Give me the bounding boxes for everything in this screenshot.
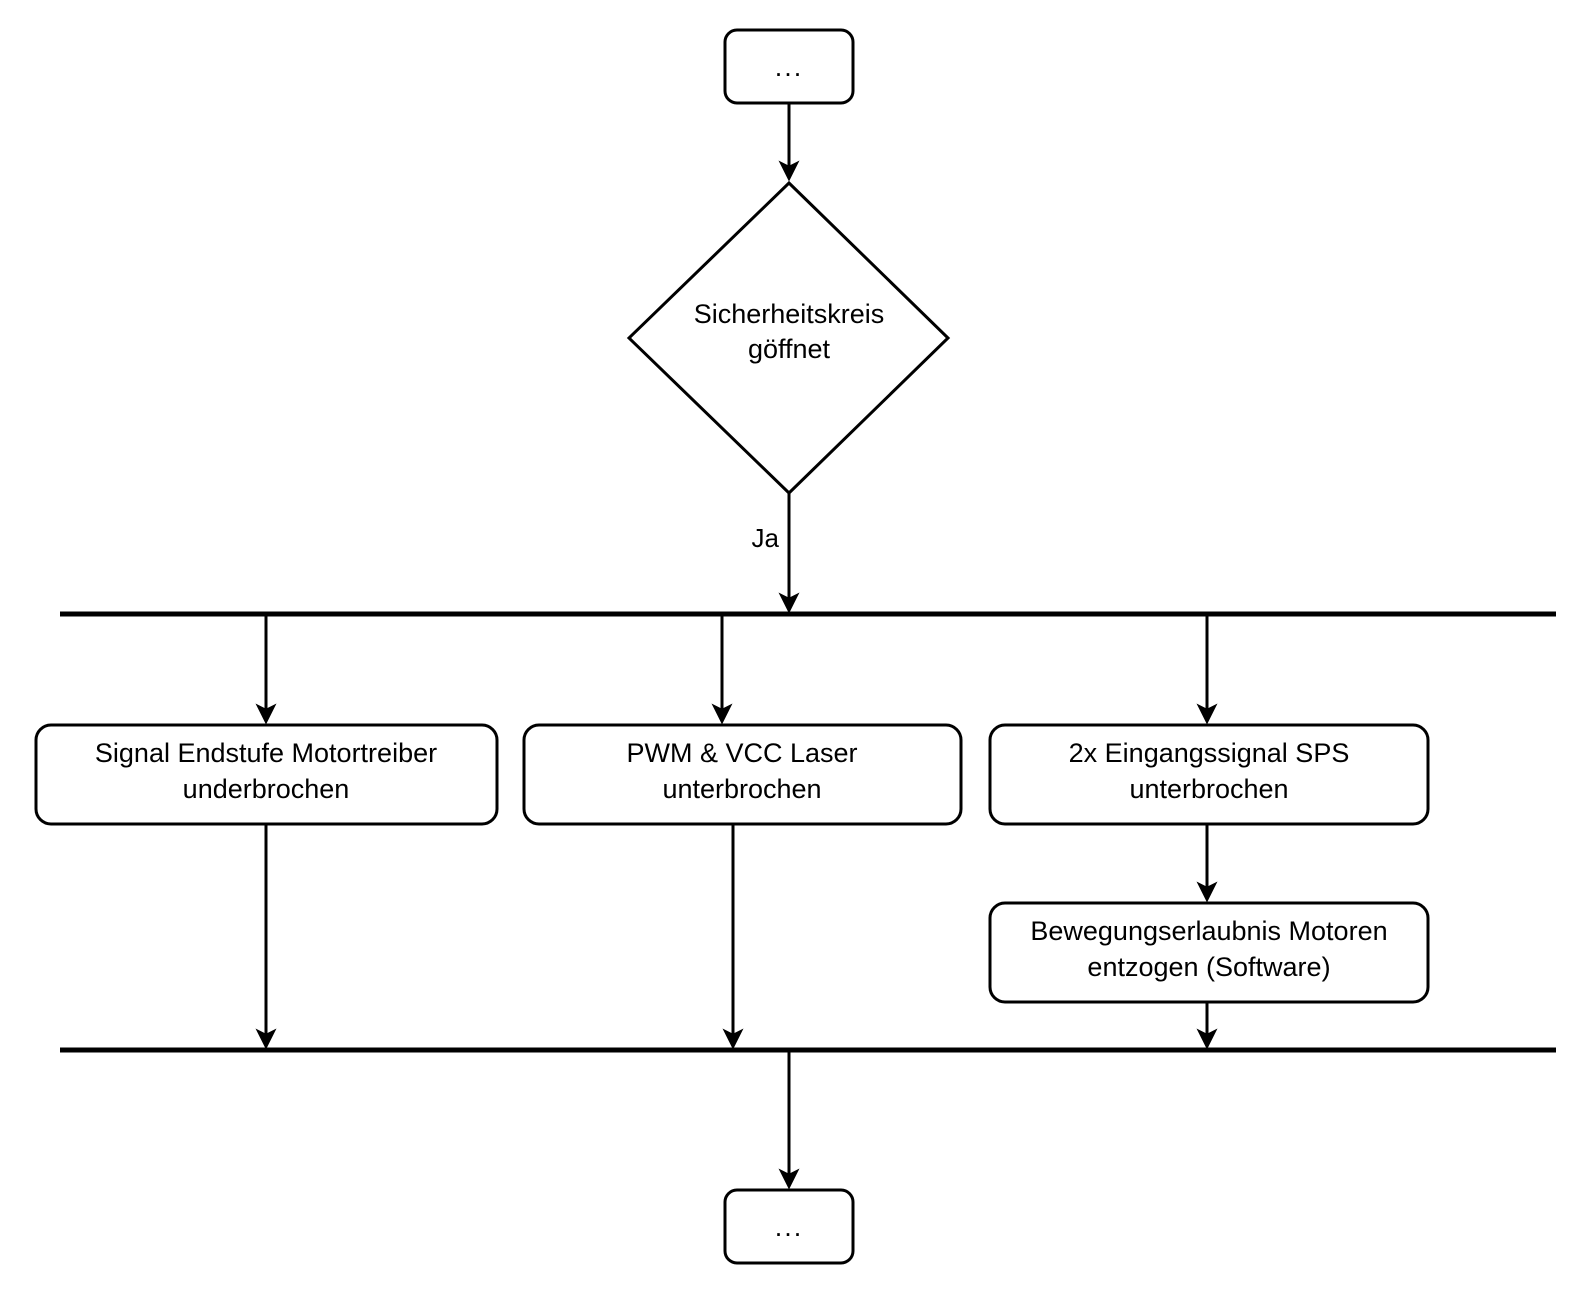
branch3-child-box <box>988 901 1430 1004</box>
branch1-label-line2: underbrochen <box>183 774 350 804</box>
start-ellipsis-label: ... <box>775 52 804 82</box>
node-end-ellipsis[interactable]: ... <box>723 1188 855 1265</box>
branch2-box <box>522 723 963 826</box>
end-ellipsis-label: ... <box>775 1212 804 1242</box>
branch3-label-line2: unterbrochen <box>1129 774 1288 804</box>
decision-label-line2: göffnet <box>748 334 831 364</box>
decision-label-line1: Sicherheitskreis <box>694 299 885 329</box>
node-branch1[interactable]: Signal Endstufe Motortreiber underbroche… <box>34 723 499 826</box>
branch1-label-line1: Signal Endstufe Motortreiber <box>95 738 437 768</box>
branch3-child-label-line2: entzogen (Software) <box>1087 952 1330 982</box>
end-ellipsis-box <box>723 1188 855 1265</box>
node-branch3-child[interactable]: Bewegungserlaubnis Motoren entzogen (Sof… <box>988 901 1430 1004</box>
branch2-label-line2: unterbrochen <box>662 774 821 804</box>
edge-label-ja: Ja <box>752 523 780 553</box>
branch3-box <box>988 723 1430 826</box>
branch2-label-line1: PWM & VCC Laser <box>626 738 857 768</box>
node-decision[interactable]: Sicherheitskreis göffnet <box>626 180 951 496</box>
node-branch3[interactable]: 2x Eingangssignal SPS unterbrochen <box>988 723 1430 826</box>
branch3-child-label-line1: Bewegungserlaubnis Motoren <box>1030 916 1387 946</box>
node-branch2[interactable]: PWM & VCC Laser unterbrochen <box>522 723 963 826</box>
branch3-label-line1: 2x Eingangssignal SPS <box>1069 738 1350 768</box>
node-start-ellipsis[interactable]: ... <box>723 28 855 105</box>
